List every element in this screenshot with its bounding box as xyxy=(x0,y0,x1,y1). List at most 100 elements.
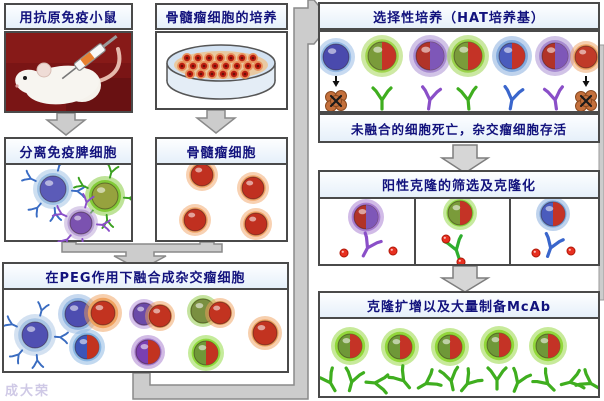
cell-icon xyxy=(237,172,269,204)
cell-icon xyxy=(73,165,131,229)
culture-cell-icon xyxy=(177,61,187,71)
cell-icon xyxy=(381,328,419,366)
step-myeloma-box: 骨髓瘤细胞 xyxy=(155,137,288,242)
antibody-icon xyxy=(459,367,484,393)
cell-icon xyxy=(331,327,369,365)
step-screening-title: 阳性克隆的筛选及克隆化 xyxy=(320,172,598,199)
merge-connector xyxy=(61,241,223,271)
cell-icon xyxy=(570,41,598,73)
cell-icon xyxy=(4,301,69,369)
antibody-icon xyxy=(37,301,50,317)
dead-cell-icon xyxy=(575,90,597,111)
culture-cell-icon xyxy=(240,69,250,79)
selection-cells-figure xyxy=(320,35,598,111)
dead-cell-icon xyxy=(325,90,347,111)
panel-divider xyxy=(509,197,511,266)
cell-icon xyxy=(240,208,272,240)
antibody-icon xyxy=(371,86,393,111)
panel-divider xyxy=(414,197,416,266)
step-fusion-box: 在PEG作用下融合成杂交瘤细胞 xyxy=(2,262,289,373)
antibody-icon xyxy=(574,368,598,390)
cell-icon xyxy=(248,316,282,350)
culture-cell-icon xyxy=(182,53,192,63)
antibody-icon xyxy=(456,85,478,111)
cell-icon xyxy=(409,35,451,77)
step-spleen-title: 分离免疫脾细胞 xyxy=(6,139,131,165)
antigen-dot-icon xyxy=(441,234,451,244)
step-title-text: 选择性培养（HAT培养基） xyxy=(373,10,545,26)
syringe-icon xyxy=(61,34,118,80)
step-culture-title: 骨髓瘤细胞的培养 xyxy=(155,3,288,30)
screening-cells-figure xyxy=(339,199,576,264)
culture-cell-icon xyxy=(196,69,206,79)
step-fusion-title: 在PEG作用下融合成杂交瘤细胞 xyxy=(4,264,287,290)
expansion-cells-figure xyxy=(320,326,598,395)
antibody-icon xyxy=(82,193,95,209)
antibody-icon xyxy=(8,349,24,365)
antibody-icon xyxy=(53,331,69,345)
antibody-icon xyxy=(31,353,45,369)
antibody-icon xyxy=(4,315,18,328)
antibody-icon xyxy=(57,234,72,242)
cell-icon xyxy=(188,335,224,371)
arrow-down-icon xyxy=(44,112,88,136)
antibody-icon xyxy=(27,202,42,218)
antibody-icon xyxy=(442,234,463,261)
culture-cell-icon xyxy=(199,61,209,71)
culture-cell-icon xyxy=(204,53,214,63)
cell-icon xyxy=(492,36,532,76)
antigen-dot-icon xyxy=(388,246,398,256)
antibody-icon xyxy=(70,185,86,199)
cell-icon xyxy=(205,298,235,328)
antibody-icon xyxy=(107,165,120,179)
arrow-down-icon xyxy=(439,265,491,293)
antibody-icon xyxy=(503,85,525,111)
cell-icon xyxy=(69,329,105,365)
culture-cell-icon xyxy=(243,61,253,71)
step-title-text: 克隆扩增以及大量制备McAb xyxy=(366,299,551,315)
antibody-icon xyxy=(55,165,68,172)
step-title-text: 分离免疫脾细胞 xyxy=(19,145,118,161)
step-expansion-title: 克隆扩增以及大量制备McAb xyxy=(320,293,598,319)
mouse-illustration xyxy=(6,33,131,111)
step-title-text: 骨髓瘤细胞的培养 xyxy=(165,11,278,26)
mouse-photo xyxy=(4,31,133,113)
culture-cell-icon xyxy=(218,69,228,79)
antibody-icon xyxy=(95,219,111,232)
antibody-icon xyxy=(21,169,37,182)
step-expansion-box: 克隆扩增以及大量制备McAb xyxy=(318,291,600,398)
cell-icon xyxy=(51,193,111,242)
antigen-dot-icon xyxy=(566,246,576,256)
culture-cell-icon xyxy=(226,53,236,63)
culture-cell-icon xyxy=(253,61,263,71)
culture-cell-icon xyxy=(221,61,231,71)
step-myeloma-title: 骨髓瘤细胞 xyxy=(157,139,286,165)
step-title-text: 骨髓瘤细胞 xyxy=(186,145,257,161)
spleen-cells-figure xyxy=(21,165,131,242)
antibody-icon xyxy=(77,237,90,242)
culture-cell-icon xyxy=(229,69,239,79)
antibody-icon xyxy=(344,366,366,393)
petri-dish-illustration xyxy=(166,44,276,100)
cell-icon xyxy=(529,327,567,365)
antibody-icon xyxy=(361,231,383,258)
antigen-dot-icon xyxy=(531,248,541,258)
step-immunize-title: 用抗原免疫小鼠 xyxy=(4,3,133,30)
antibody-icon xyxy=(122,192,131,206)
antibody-icon xyxy=(320,366,337,393)
antibody-icon xyxy=(364,373,390,395)
culture-cell-icon xyxy=(210,61,220,71)
cell-icon xyxy=(186,165,218,191)
antibody-icon xyxy=(559,368,586,390)
culture-cell-icon xyxy=(188,61,198,71)
step-title-text: 用抗原免疫小鼠 xyxy=(19,11,118,26)
culture-cell-icon xyxy=(248,53,258,63)
small-down-arrow-icon xyxy=(332,76,340,87)
step-title-text: 阳性克隆的筛选及克隆化 xyxy=(381,179,536,194)
antibody-icon xyxy=(531,367,556,392)
antibody-icon xyxy=(512,366,533,393)
loop-connector xyxy=(132,0,333,400)
cell-icon xyxy=(536,199,570,231)
